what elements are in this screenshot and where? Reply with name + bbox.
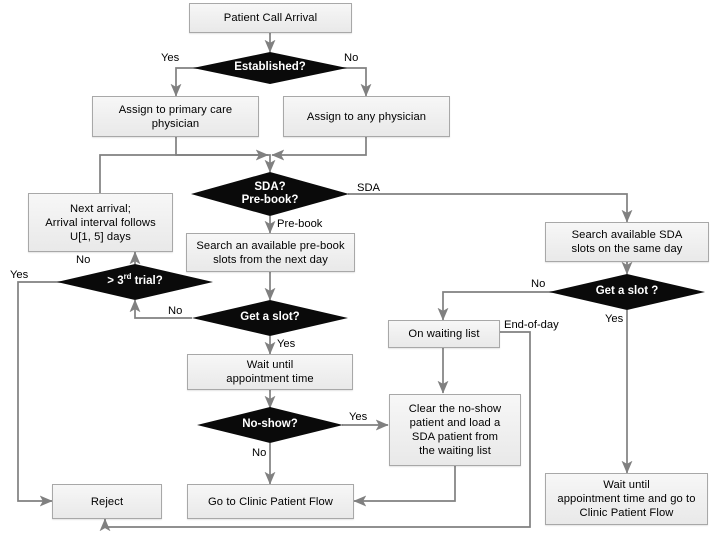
edge-label-sda-slot-no: No [531, 278, 546, 290]
edge-label-third-trial-no: No [76, 254, 91, 266]
node-label-line1: Wait until [603, 479, 650, 491]
edge-sdaslot-no [437, 291, 563, 321]
node-patient-call-arrival[interactable]: Patient Call Arrival [189, 3, 352, 33]
node-label-line2: slots on the same day [571, 243, 683, 255]
edge-end-of-day [99, 331, 531, 532]
edge-label-sda-slot-yes: Yes [605, 313, 624, 325]
node-label-line2: physician [151, 117, 200, 130]
node-label-line2: slots from the next day [213, 253, 328, 266]
node-assign-any-physician[interactable]: Assign to any physician [283, 96, 450, 137]
node-label: On waiting list [408, 328, 480, 340]
edge-label-prebook-branch: Pre-book [277, 218, 323, 230]
node-label-line3: Clinic Patient Flow [579, 507, 674, 519]
edge-label-end-of-day: End-of-day [504, 319, 559, 331]
node-label-line3: U[1, 5] days [70, 230, 131, 243]
node-label: Go to Clinic Patient Flow [208, 495, 333, 508]
edge-label-third-trial-yes: Yes [10, 269, 29, 281]
edge-established-yes [170, 67, 207, 97]
node-label-line1: Search available SDA [571, 229, 683, 241]
node-search-sda-slots[interactable]: Search available SDA slots on the same d… [545, 222, 709, 262]
edge-label-no-show-no: No [252, 447, 267, 459]
node-go-to-clinic-flow[interactable]: Go to Clinic Patient Flow [187, 484, 354, 519]
edge-getslot-no [129, 299, 192, 319]
node-label: Reject [90, 495, 124, 508]
decision-get-slot-prebook-shape [192, 300, 348, 336]
node-next-arrival[interactable]: Next arrival; Arrival interval follows U… [28, 193, 173, 252]
decision-shapes [57, 52, 705, 443]
node-label-line1: Search an available pre-book [196, 239, 345, 252]
node-search-prebook-slots[interactable]: Search an available pre-book slots from … [186, 233, 355, 272]
node-label-line2: patient and load a [409, 417, 501, 429]
edge-label-established-no: No [344, 52, 359, 64]
edge-clear-to-clinicflow [353, 466, 456, 507]
edge-label-prebook-slot-no: No [168, 305, 183, 317]
decision-no-show-shape [197, 407, 343, 443]
node-clear-no-show[interactable]: Clear the no-show patient and load a SDA… [389, 394, 521, 466]
decision-established-shape [193, 52, 347, 84]
node-assign-primary-care[interactable]: Assign to primary care physician [92, 96, 259, 137]
node-label-line1: Wait until [246, 359, 294, 371]
node-label-line2: Arrival interval follows [45, 216, 156, 229]
edge-label-no-show-yes: Yes [349, 411, 368, 423]
node-label-line1: Next arrival; [70, 202, 131, 215]
node-label-line2: appointment time [226, 373, 314, 385]
edge-thirdtrial-yes [17, 281, 79, 507]
edge-label-prebook-slot-yes: Yes [277, 338, 296, 350]
edge-established-no [333, 67, 372, 97]
node-on-waiting-list[interactable]: On waiting list [388, 320, 500, 348]
decision-get-slot-sda-shape [549, 274, 705, 310]
node-wait-appointment[interactable]: Wait until appointment time [187, 354, 353, 390]
node-label: Assign to any physician [306, 110, 427, 123]
node-reject[interactable]: Reject [52, 484, 162, 519]
decision-third-trial-shape [57, 264, 213, 300]
edge-label-sda-branch: SDA [357, 182, 381, 194]
edge-sda-branch [348, 193, 633, 223]
node-wait-and-go-clinic[interactable]: Wait until appointment time and go to Cl… [545, 473, 708, 525]
node-label-line2: appointment time and go to [557, 493, 696, 505]
node-label: Patient Call Arrival [223, 12, 318, 24]
node-label-line3: SDA patient from [411, 431, 499, 443]
node-label-line1: Clear the no-show [408, 403, 502, 415]
node-label-line4: the waiting list [419, 445, 491, 457]
edge-any-to-sda [271, 137, 367, 161]
decision-sda-prebook-shape [191, 172, 349, 216]
edge-label-established-yes: Yes [161, 52, 180, 64]
node-label-line1: Assign to primary care [118, 103, 233, 116]
